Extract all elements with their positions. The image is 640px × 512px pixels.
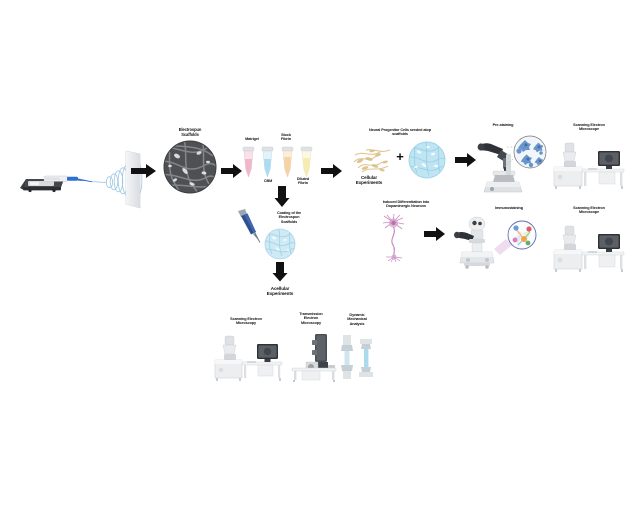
dma-specimen-left [341,335,353,379]
npc-seeding-label: Neural Progenitor Cells seeded atop scaf… [369,128,431,137]
immunostaining-inset-image [492,215,542,263]
arrow-tubes-to-coating [274,186,290,208]
sem-instrument-icon-bottom [552,222,628,274]
sem-instrument-icon-acellular [213,332,285,384]
tube-label-stock-fibrin: Stock Fibrin [281,133,291,142]
inverted-microscope-icon [452,216,500,272]
plus-sign: + [396,149,404,164]
tube-cbm-icon [261,146,274,178]
sem-label-cellular-bottom: Scanning Electron Microscope [573,206,605,215]
immunostaining-label: Immunostaining [495,206,523,210]
dma-specimen-right [359,339,373,377]
coated-scaffold-image [264,228,296,260]
seeded-scaffold-image [408,141,446,179]
tube-label-cbm: CBM [263,179,273,183]
tube-label-diluted-fibrin: Diluted Fibrin [296,177,310,186]
differentiation-label: Induced Differentiation into Dopaminergi… [382,200,430,209]
acellular-experiments-label: Acellular Experiments [266,286,294,297]
light-microscope-icon [475,134,523,196]
arrow-coating-to-acellular [272,262,288,282]
dma-label: Dynamic Mechanical Analysis [347,313,367,326]
tube-matrigel-icon [242,146,255,178]
pipette-icon [234,208,268,244]
tube-diluted-fibrin-icon [300,146,313,178]
electrospun-scaffold-image [163,140,217,194]
coating-label: Coating of the Electrospun Scaffolds [276,211,302,224]
arrow-tubes-to-cellular [321,163,343,179]
arrow-scaffold-to-tubes [221,163,243,179]
sem-label-acellular: Scanning Electron Microscopy [230,317,262,326]
arrow-electrospinning-to-scaffold [131,163,157,179]
sem-label-cellular-top: Scanning Electron Microscope [573,123,605,132]
sem-instrument-icon-top [552,139,628,191]
tem-instrument-icon [288,332,342,382]
tube-stock-fibrin-icon [281,146,294,178]
electrospun-scaffolds-label: Electrospun Scaffolds [178,127,202,137]
arrow-cellular-to-prestaining [455,152,477,168]
syringe-pump-icon [20,179,64,193]
prestaining-inset-image [504,131,548,175]
tube-label-matrigel: Matrigel [245,137,259,141]
neural-progenitor-cells-image [352,142,396,178]
cellular-experiments-label: Cellular Experiments [355,175,383,186]
collector-plate-icon [125,150,141,209]
dopaminergic-neuron-icon [380,213,414,263]
arrow-differentiation-to-immunostaining [424,226,446,242]
tem-label: Transmission Electron Microscopy [299,312,323,325]
eppendorf-tube-group [241,146,317,181]
syringe-icon [43,175,93,183]
dma-specimen-icon [338,333,378,381]
prestaining-label: Pre-staining [492,123,514,127]
electrospinning-apparatus [14,138,144,213]
